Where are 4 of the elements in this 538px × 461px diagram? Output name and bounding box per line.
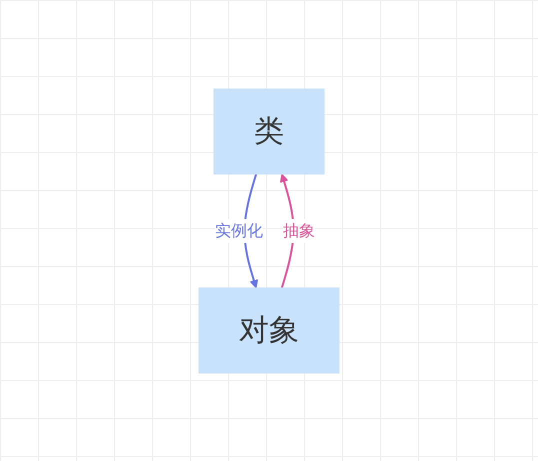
node-box: 对象	[198, 287, 340, 373]
node-box: 类	[214, 88, 324, 174]
edge-label: 实例化	[215, 220, 263, 240]
edge-label: 抽象	[283, 220, 315, 240]
